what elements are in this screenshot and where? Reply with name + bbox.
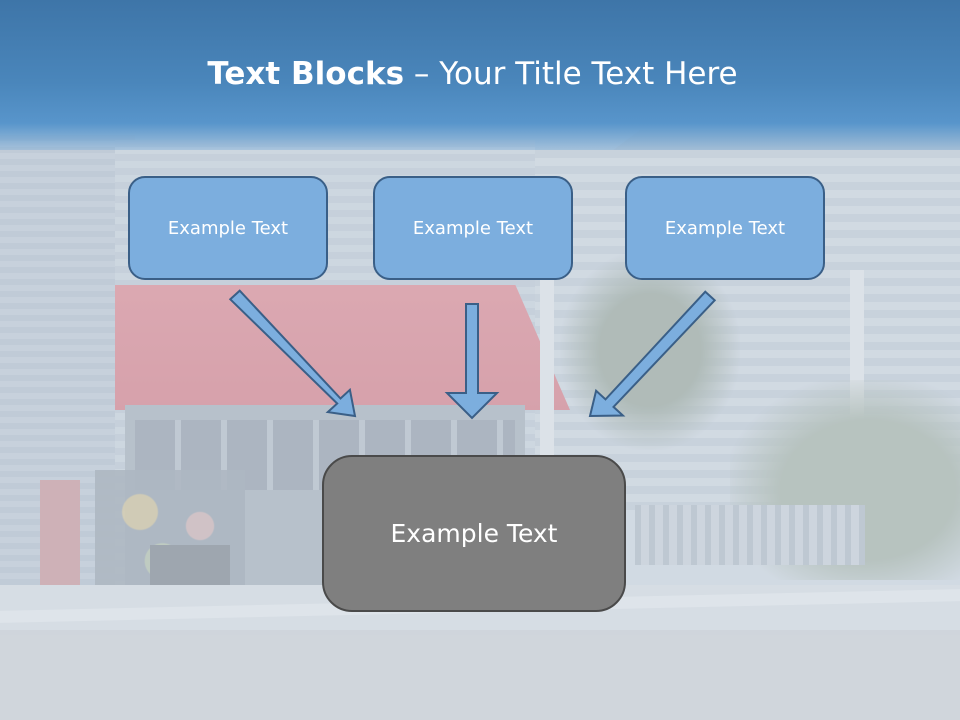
title-bold: Text Blocks xyxy=(207,56,405,92)
text-block-3[interactable]: Example Text xyxy=(625,176,825,280)
arrow-left xyxy=(228,289,357,418)
slide-title: Text Blocks – Your Title Text Here xyxy=(0,56,945,92)
text-block-3-label: Example Text xyxy=(664,217,786,239)
title-band: Text Blocks – Your Title Text Here xyxy=(0,0,960,150)
center-text-block[interactable]: Example Text xyxy=(322,455,626,612)
text-block-2-label: Example Text xyxy=(412,217,534,239)
title-rest: – Your Title Text Here xyxy=(404,56,738,92)
arrow-right xyxy=(588,290,717,418)
text-block-2[interactable]: Example Text xyxy=(373,176,573,280)
arrow-center xyxy=(444,303,500,420)
text-block-1-label: Example Text xyxy=(167,217,289,239)
text-block-1[interactable]: Example Text xyxy=(128,176,328,280)
center-text-block-label: Example Text xyxy=(390,519,558,548)
